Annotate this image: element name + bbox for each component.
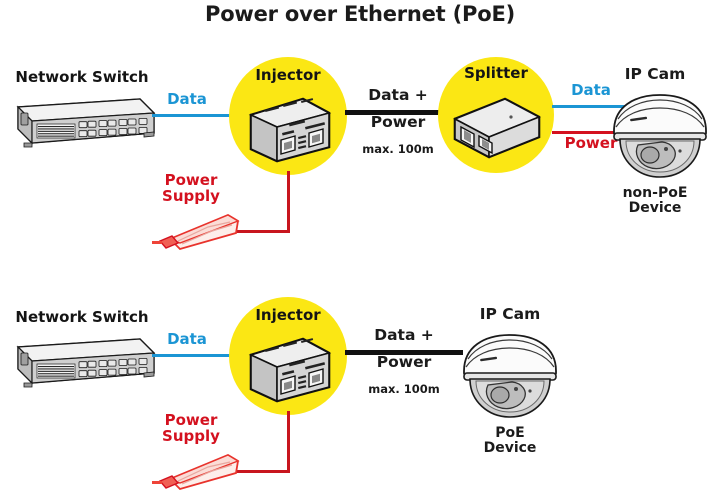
poe-injector-icon xyxy=(248,337,332,403)
switch-label-top: Network Switch xyxy=(15,68,149,86)
data-line-top-right xyxy=(552,105,630,108)
trunk-label-bottom: Data + xyxy=(355,326,453,344)
dome-camera-icon xyxy=(463,334,557,418)
injector-label-bottom: Injector xyxy=(255,306,321,324)
power-supply-label-top: Power Supply xyxy=(148,171,234,205)
trunk-label-top-2: Power xyxy=(349,113,447,131)
data-line-bottom xyxy=(152,354,238,357)
power-supply-bottom xyxy=(152,447,244,493)
trunk-distance-top: max. 100m xyxy=(362,142,434,156)
power-supply-label-line1: Power xyxy=(164,171,218,189)
non-poe-row: Network Switch xyxy=(0,55,720,255)
camera-sub-top: non-PoE Device xyxy=(600,185,710,217)
data-label-top-right: Data xyxy=(571,81,611,99)
poe-injector-icon xyxy=(248,97,332,163)
splitter-label: Splitter xyxy=(464,64,528,82)
network-switch-bottom xyxy=(4,333,156,395)
injector-label-top: Injector xyxy=(255,66,321,84)
power-supply-label-bottom-line2: Supply xyxy=(162,426,220,445)
trunk-label-top: Data + xyxy=(349,86,447,104)
data-line-top-left xyxy=(152,114,238,117)
dome-camera-icon xyxy=(613,94,707,178)
power-wire-vertical-top xyxy=(287,171,290,233)
power-line-top-right xyxy=(552,131,630,134)
trunk-label-top-line1: Data + xyxy=(368,86,428,104)
trunk-line-bottom xyxy=(345,350,463,355)
trunk-label-bottom-line1: Data + xyxy=(374,326,434,344)
power-wire-vertical-bottom xyxy=(287,411,290,473)
injector-device-top xyxy=(243,93,335,167)
power-label-top-right: Power xyxy=(564,134,618,152)
splitter-device xyxy=(449,91,545,165)
network-switch-icon xyxy=(16,98,156,148)
trunk-label-bottom-line2: Power xyxy=(376,353,432,371)
page-title: Power over Ethernet (PoE) xyxy=(205,2,515,26)
power-wire-horizontal-bottom xyxy=(228,470,290,473)
data-label-bottom: Data xyxy=(167,330,207,348)
trunk-label-bottom-2: Power xyxy=(355,353,453,371)
poe-row: Network Switch xyxy=(0,295,720,491)
network-switch-icon xyxy=(16,338,156,388)
power-adapter-icon xyxy=(152,453,240,491)
poe-splitter-icon xyxy=(453,97,541,159)
power-supply-label-line2: Supply xyxy=(162,186,220,205)
camera-label-bottom: IP Cam xyxy=(479,305,541,323)
power-supply-label-bottom-line1: Power xyxy=(164,411,218,429)
power-supply-top xyxy=(152,207,244,253)
trunk-distance-bottom: max. 100m xyxy=(368,382,440,396)
injector-device-bottom xyxy=(243,333,335,407)
camera-sub-bottom-line2: Device xyxy=(483,440,537,457)
camera-sub-top-line2: Device xyxy=(628,200,682,217)
ip-camera-bottom xyxy=(458,329,562,421)
power-supply-label-bottom: Power Supply xyxy=(148,411,234,445)
power-wire-horizontal-top xyxy=(228,230,290,233)
camera-label-top: IP Cam xyxy=(624,65,686,83)
camera-sub-top-line1: non-PoE xyxy=(622,185,688,201)
camera-sub-bottom: PoE Device xyxy=(452,425,568,457)
camera-sub-bottom-line1: PoE xyxy=(495,425,525,441)
ip-camera-top xyxy=(608,89,712,181)
trunk-line-top xyxy=(345,110,451,115)
switch-label-bottom: Network Switch xyxy=(15,308,149,326)
trunk-label-top-line2: Power xyxy=(370,113,426,131)
network-switch-top xyxy=(4,93,156,155)
data-label-top-left: Data xyxy=(167,90,207,108)
power-adapter-icon xyxy=(152,213,240,251)
